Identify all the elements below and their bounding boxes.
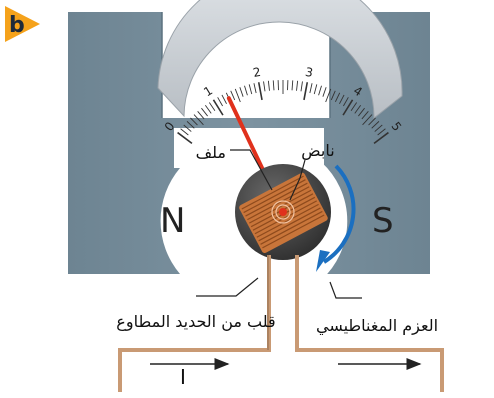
scale-tick [368, 117, 376, 126]
callout-spring: نابض [301, 141, 334, 161]
torque-arrow [316, 164, 356, 272]
scale-tick [177, 131, 193, 145]
scale-tick [212, 99, 224, 116]
panel-label-badge: b [5, 6, 40, 42]
scale-tick [374, 124, 383, 132]
north-pole-label: N [160, 201, 185, 241]
scale-tick-label: 1 [201, 83, 215, 99]
callout-lines [196, 149, 362, 299]
scale-tick [263, 81, 266, 92]
pivot [279, 208, 287, 216]
scale-tick [354, 104, 362, 114]
scale-tick [234, 88, 241, 103]
scale-tick [221, 94, 227, 105]
callout-soft-iron-core: قلب من الحديد المطاوع [116, 312, 275, 332]
scale-tick [318, 85, 322, 96]
scale-tick [244, 85, 248, 96]
current-label: I [180, 365, 186, 389]
scale-tick [197, 111, 205, 120]
scale-tick [377, 128, 386, 136]
scale-tick [303, 82, 309, 101]
scale-tick [350, 102, 358, 112]
scale-tick [358, 107, 365, 117]
scale-tick [204, 104, 212, 114]
scale-tick [313, 84, 318, 95]
scale-tick [272, 80, 275, 91]
callout-magnetic-torque: العزم المغناطيسي [316, 316, 438, 336]
scale-tick [362, 114, 373, 126]
scale-tick [325, 88, 332, 103]
scale-tick [230, 90, 236, 101]
callout-coil: ملف [196, 143, 226, 162]
scale-tick [257, 82, 263, 101]
scale-tick [267, 80, 270, 91]
scale-tick [193, 114, 204, 126]
scale-tick-label: 3 [304, 65, 314, 80]
lead-wires [118, 255, 444, 392]
scale-tick [339, 94, 345, 105]
scale-tick [330, 90, 336, 101]
scale-tick [183, 124, 192, 132]
panel-label: b [9, 13, 25, 38]
scale-ticks [177, 80, 389, 145]
south-pole-label: S [372, 201, 394, 241]
scale-tick [342, 99, 354, 116]
rotor-assembly [235, 164, 331, 260]
scale-tick [343, 97, 349, 107]
scale-tick [361, 111, 369, 120]
scale-tick [335, 92, 341, 103]
scale-tick [291, 80, 294, 91]
scale-tick [180, 128, 189, 136]
scale-tick [253, 83, 257, 94]
scale-tick [300, 81, 303, 92]
scale-tick [309, 83, 313, 94]
scale-tick [217, 97, 223, 107]
scale-tick [186, 121, 195, 129]
scale-tick [322, 87, 327, 97]
scale-tick [239, 87, 244, 97]
scale-tick-label: 2 [252, 65, 262, 80]
scale-tick [248, 84, 253, 95]
scale-tick [296, 80, 299, 91]
spring [271, 200, 295, 224]
scale-tick [190, 117, 198, 126]
scale-tick [371, 121, 380, 129]
scale-tick [373, 131, 389, 145]
scale-tick [201, 107, 208, 117]
scale-tick [208, 102, 216, 112]
